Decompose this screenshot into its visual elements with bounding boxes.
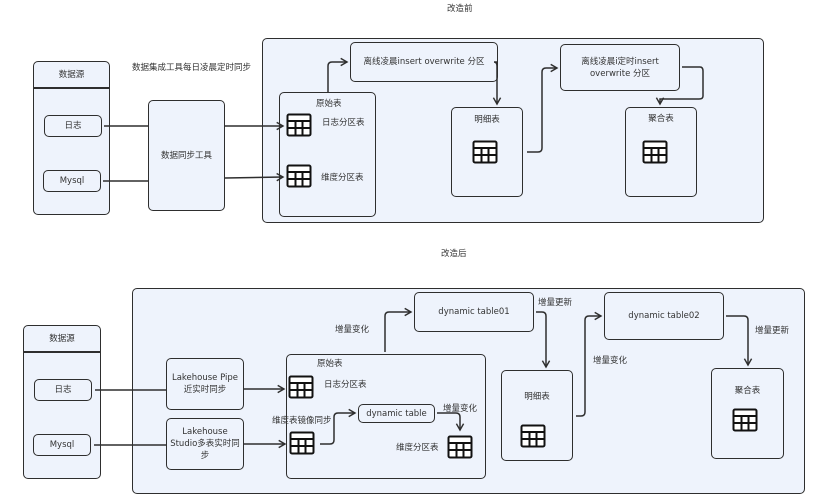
table-icon bbox=[447, 435, 473, 459]
after-source-log[interactable]: 日志 bbox=[34, 379, 92, 401]
before-job1-label: 离线凌晨insert overwrite 分区 bbox=[363, 57, 485, 67]
after-change-note-2: 增量变化 bbox=[593, 356, 628, 366]
table-icon bbox=[520, 424, 546, 448]
after-pipe-sync-label: Lakehouse Pipe 近实时同步 bbox=[171, 373, 239, 395]
after-raw-title: 原始表 bbox=[317, 359, 343, 369]
before-raw-title: 原始表 bbox=[316, 99, 342, 109]
table-icon bbox=[642, 140, 668, 164]
after-source-mysql[interactable]: Mysql bbox=[33, 434, 91, 456]
divider bbox=[34, 87, 109, 89]
before-sync-tool[interactable]: 数据同步工具 bbox=[148, 100, 225, 211]
before-source-mysql[interactable]: Mysql bbox=[43, 170, 101, 192]
before-dim-table-label: 维度分区表 bbox=[321, 173, 364, 183]
after-update-note-1: 增量更新 bbox=[538, 298, 573, 308]
after-section-title: 改造后 bbox=[441, 249, 467, 259]
table-icon bbox=[289, 431, 315, 455]
table-icon bbox=[472, 140, 498, 164]
before-raw-tables: 原始表 bbox=[279, 92, 376, 217]
after-pipe-sync[interactable]: Lakehouse Pipe 近实时同步 bbox=[166, 358, 244, 410]
before-job2[interactable]: 离线凌晨i定时insert overwrite 分区 bbox=[560, 44, 680, 91]
divider bbox=[24, 351, 100, 353]
before-job2-label: 离线凌晨i定时insert overwrite 分区 bbox=[581, 56, 659, 79]
before-detail-table[interactable]: 明细表 bbox=[451, 107, 523, 197]
after-inner-change-note: 增量变化 bbox=[443, 404, 478, 414]
before-source-title: 数据源 bbox=[58, 69, 85, 80]
after-studio-sync-label: Lakehouse Studio多表实时同步 bbox=[170, 427, 240, 461]
before-section-title: 改造前 bbox=[447, 4, 473, 14]
after-detail-label: 明细表 bbox=[524, 392, 550, 402]
before-sync-note: 数据集成工具每日凌晨定时同步 bbox=[132, 63, 252, 73]
table-icon bbox=[732, 408, 758, 432]
after-update-note-2: 增量更新 bbox=[755, 326, 790, 336]
after-dim-mirror-note: 维度表镜像同步 bbox=[272, 416, 332, 426]
after-dim-table-label: 维度分区表 bbox=[396, 443, 439, 453]
before-job1[interactable]: 离线凌晨insert overwrite 分区 bbox=[350, 42, 498, 82]
table-icon bbox=[288, 375, 314, 399]
before-agg-label: 聚合表 bbox=[648, 114, 674, 124]
after-source-title: 数据源 bbox=[49, 333, 75, 344]
after-change-note-1: 增量变化 bbox=[335, 325, 370, 335]
after-inner-dynamic-table[interactable]: dynamic table bbox=[358, 404, 435, 423]
before-log-table-label: 日志分区表 bbox=[322, 118, 365, 128]
before-detail-label: 明细表 bbox=[474, 115, 500, 125]
after-log-table-label: 日志分区表 bbox=[324, 380, 367, 390]
after-studio-sync[interactable]: Lakehouse Studio多表实时同步 bbox=[166, 418, 244, 470]
table-icon bbox=[286, 164, 312, 188]
after-agg-label: 聚合表 bbox=[734, 386, 761, 396]
before-source-log[interactable]: 日志 bbox=[44, 115, 102, 137]
after-dynamic-table02[interactable]: dynamic table02 bbox=[604, 292, 724, 340]
after-dynamic-table01[interactable]: dynamic table01 bbox=[414, 292, 534, 332]
table-icon bbox=[286, 113, 312, 137]
